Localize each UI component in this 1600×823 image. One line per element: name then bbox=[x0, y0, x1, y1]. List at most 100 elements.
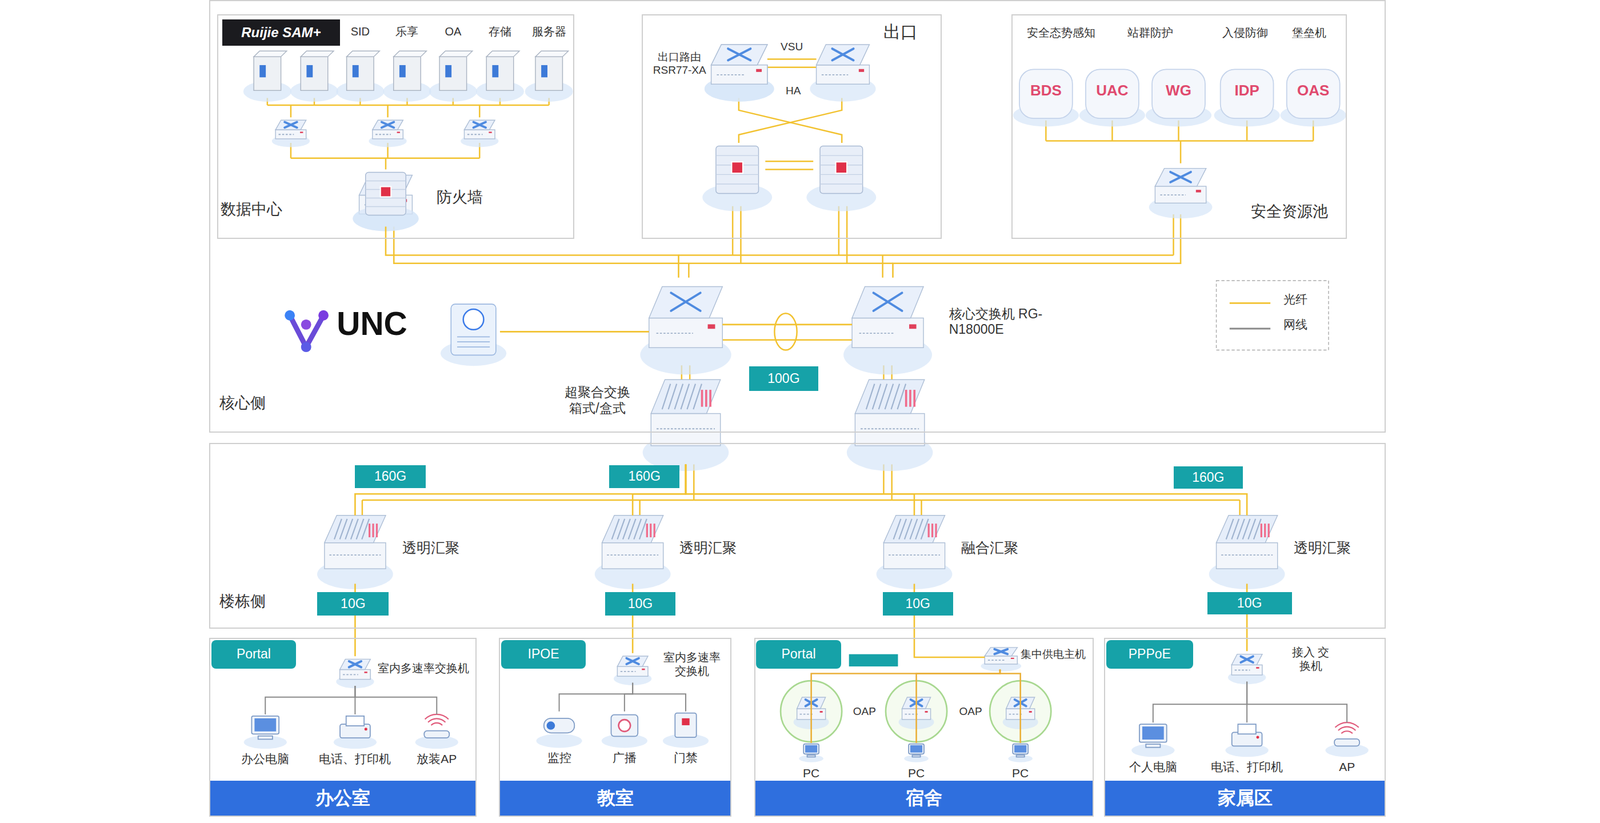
tag-label: IPOE bbox=[501, 640, 586, 669]
node-label: 核心侧 bbox=[219, 393, 266, 412]
switch-top bbox=[372, 120, 404, 130]
annotation: OAP bbox=[959, 705, 983, 719]
wire bbox=[765, 168, 814, 170]
wire bbox=[290, 105, 292, 118]
switch-top bbox=[1231, 654, 1263, 666]
node-label: 广播 bbox=[612, 750, 637, 765]
node-label: UNC bbox=[336, 304, 408, 343]
switch-accent bbox=[1196, 189, 1202, 192]
node-label: PC bbox=[802, 765, 820, 780]
icon-spacer bbox=[262, 714, 268, 752]
node-label: 放装AP bbox=[416, 751, 457, 766]
ap-body bbox=[1334, 738, 1360, 747]
speaker-body bbox=[610, 714, 638, 737]
wire bbox=[920, 500, 922, 516]
connector bbox=[354, 685, 437, 715]
ap-wave bbox=[427, 717, 446, 723]
firewall-brick bbox=[820, 183, 863, 184]
agg-accent bbox=[701, 389, 704, 407]
icon-spacer bbox=[682, 711, 689, 751]
wire bbox=[767, 58, 817, 60]
agg-fin bbox=[921, 518, 929, 540]
agg-accent bbox=[934, 523, 937, 538]
pc-display bbox=[805, 745, 818, 753]
node-label: PC bbox=[908, 765, 925, 780]
agg-accent bbox=[649, 523, 652, 538]
pc-base bbox=[1145, 744, 1160, 748]
switch-arrow bbox=[626, 658, 639, 664]
server-top bbox=[486, 50, 520, 57]
switch-top bbox=[617, 656, 648, 667]
agg-accent bbox=[928, 523, 930, 538]
switch-front bbox=[711, 65, 768, 85]
device-glow bbox=[1008, 754, 1032, 763]
wire bbox=[838, 206, 840, 256]
node-label: 室内多速率交换机 bbox=[377, 661, 470, 675]
firewall-body bbox=[820, 146, 863, 194]
node-label: PC bbox=[1012, 765, 1029, 780]
node-label: 办公电脑 bbox=[241, 751, 290, 766]
node-label: OA bbox=[444, 24, 462, 39]
firewall-brick bbox=[820, 154, 863, 156]
device-glow bbox=[904, 754, 928, 763]
agg-accent bbox=[913, 389, 916, 407]
connector bbox=[354, 464, 686, 515]
unc-logo-dot bbox=[301, 341, 312, 352]
link-speed: 10G bbox=[1207, 592, 1292, 615]
aggregation-switch: 透明汇聚 bbox=[1216, 515, 1278, 584]
agg-front bbox=[324, 542, 386, 569]
pc-screen bbox=[1139, 724, 1167, 742]
wire bbox=[767, 66, 817, 68]
node-label: 楼栋侧 bbox=[219, 592, 266, 611]
ap-body bbox=[424, 730, 450, 739]
switch-ports bbox=[656, 332, 694, 334]
switch-front bbox=[464, 129, 495, 139]
agg-ports bbox=[656, 428, 715, 430]
server-body bbox=[439, 56, 467, 91]
end-device: 办公电脑 bbox=[241, 714, 290, 766]
datacenter-region: Ruijie SAM+SID乐享OA存储服务器防火墙数据中心 bbox=[217, 14, 575, 239]
bar-label: 家属区 bbox=[1105, 780, 1385, 816]
connector bbox=[811, 669, 1000, 743]
server-top bbox=[393, 50, 427, 57]
illustration-group bbox=[243, 44, 1369, 763]
link-speed: 160G bbox=[609, 465, 680, 488]
switch-accent bbox=[756, 69, 762, 72]
annotation: 安全态势感知 bbox=[1026, 25, 1096, 40]
node-label: 个人电脑 bbox=[1129, 759, 1178, 774]
switch-front bbox=[1231, 664, 1263, 675]
agg-top bbox=[854, 379, 924, 414]
agg-ports bbox=[329, 554, 381, 556]
switch-front bbox=[1154, 186, 1206, 203]
legend-label: 光纤 bbox=[1283, 292, 1308, 307]
agg-ports bbox=[1221, 554, 1273, 556]
firewall-brick bbox=[365, 197, 407, 199]
agg-top bbox=[324, 515, 386, 543]
end-device: 门禁 bbox=[673, 711, 698, 766]
door-body bbox=[674, 713, 696, 738]
security-icon bbox=[1152, 69, 1206, 119]
switch-ports bbox=[1234, 669, 1251, 671]
wire bbox=[688, 263, 690, 278]
firewall-switch: 防火墙 bbox=[359, 169, 413, 227]
switch-top bbox=[649, 286, 723, 318]
annotation: HA bbox=[785, 84, 801, 98]
icon-spacer bbox=[808, 742, 815, 766]
unc-grid bbox=[457, 346, 490, 348]
switch-top bbox=[464, 120, 495, 130]
ap-wave bbox=[424, 713, 450, 720]
icon-letters: WG bbox=[1165, 81, 1192, 100]
agg-fin bbox=[361, 518, 370, 540]
legend-label: 网线 bbox=[1283, 317, 1308, 332]
legend-swatch bbox=[1229, 328, 1271, 330]
agg-accent bbox=[368, 523, 371, 538]
wire bbox=[362, 499, 1240, 501]
switch-ports bbox=[988, 659, 1005, 661]
end-device: 个人电脑 bbox=[1129, 722, 1178, 774]
wire bbox=[738, 97, 842, 143]
switch-front bbox=[711, 65, 768, 85]
node-label: SID bbox=[350, 24, 370, 39]
switch-arrow bbox=[670, 292, 700, 311]
node-label: 安全资源池 bbox=[1250, 202, 1328, 221]
ap-wave bbox=[430, 722, 443, 726]
